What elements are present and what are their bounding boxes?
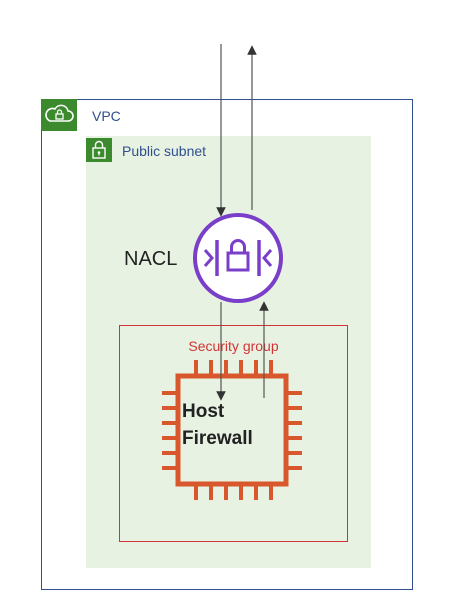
padlock-icon [92, 140, 106, 159]
vpc-container [41, 99, 413, 590]
host-label-line1: Host [182, 401, 225, 422]
outbound-traffic-arrow [247, 45, 269, 398]
security-group-label: Security group [188, 338, 279, 354]
vpc-label: VPC [92, 108, 121, 124]
subnet-badge [86, 138, 112, 162]
cloud-lock-icon [45, 104, 74, 122]
nacl-label: NACL [124, 248, 178, 270]
vpc-badge [41, 99, 77, 131]
subnet-label: Public subnet [122, 143, 207, 159]
nacl-icon [193, 213, 283, 303]
public-subnet-container [86, 136, 371, 568]
chip-icon [162, 360, 302, 500]
host-label-line2: Firewall [182, 428, 253, 449]
security-group-box [119, 325, 348, 542]
host-firewall-label: Host Firewall [182, 398, 282, 452]
